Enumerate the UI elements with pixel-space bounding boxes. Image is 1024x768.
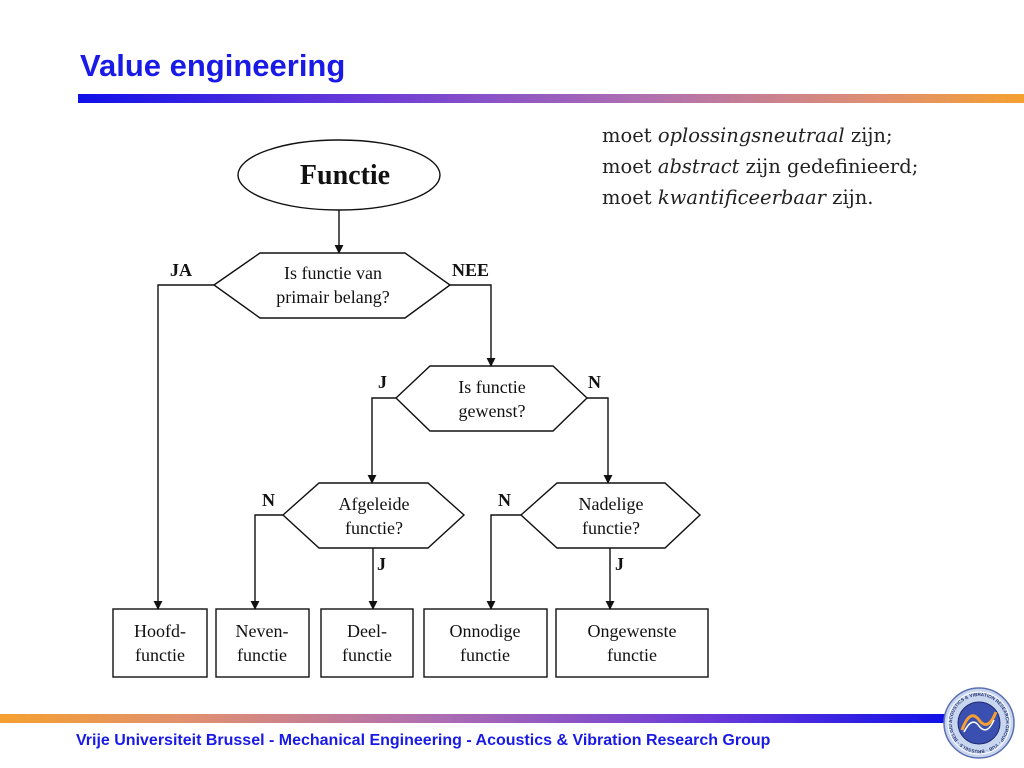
footer-text: Vrije Universiteit Brussel - Mechanical …	[76, 732, 771, 749]
outcome-partial-box	[320, 608, 414, 678]
outcome-unwanted-line-2: functie	[607, 645, 657, 665]
decision-desired-line-2: gewenst?	[459, 401, 526, 421]
label-desired-no: N	[588, 372, 601, 392]
decision-primary-line-1: Is functie van	[284, 263, 382, 283]
decision-adverse-line-1: Nadelige	[579, 494, 644, 514]
note-line-3: moet kwantificeerbaar zijn.	[602, 186, 874, 209]
outcome-main-line-1: Hoofd-	[134, 621, 186, 641]
decision-derived-line-2: functie?	[345, 518, 403, 538]
outcome-secondary-line-2: functie	[237, 645, 287, 665]
label-adverse-no: N	[498, 490, 511, 510]
connector-derived-no	[250, 514, 283, 610]
decision-desired-shape	[394, 365, 589, 432]
label-adverse-yes: J	[615, 554, 624, 574]
outcome-unnecessary-line-1: Onnodige	[450, 621, 521, 641]
outcome-partial-line-2: functie	[342, 645, 392, 665]
note-line-1: moet oplossingsneutraal zijn;	[602, 124, 893, 147]
connector-desired-no	[587, 397, 613, 484]
outcome-unnecessary-line-2: functie	[460, 645, 510, 665]
outcome-secondary-line-1: Neven-	[236, 621, 289, 641]
decision-derived-shape	[281, 482, 466, 549]
title-underline-bar	[78, 94, 1024, 103]
connector-desired-yes	[367, 397, 396, 484]
university-seal-icon: ACOUSTICS & VIBRATION RESEARCH GROUP · V…	[942, 686, 1015, 759]
decision-desired-line-1: Is functie	[458, 377, 525, 397]
requirements-notes: moet oplossingsneutraal zijn; moet abstr…	[602, 120, 918, 213]
slide-title: Value engineering	[80, 48, 346, 83]
decision-adverse-shape	[519, 482, 702, 549]
label-ja: JA	[170, 260, 192, 280]
note-line-2: moet abstract zijn gedefinieerd;	[602, 155, 919, 178]
decision-derived-line-1: Afgeleide	[339, 494, 410, 514]
connector-primary-yes	[153, 284, 214, 610]
outcome-unwanted-box	[555, 608, 709, 678]
function-flowchart: Functie Is functie van primair belang? I…	[112, 139, 709, 678]
decision-primary-line-2: primair belang?	[276, 287, 389, 307]
label-nee: NEE	[452, 260, 489, 280]
outcome-main-line-2: functie	[135, 645, 185, 665]
decision-adverse-line-2: functie?	[582, 518, 640, 538]
outcome-secondary-box	[215, 608, 310, 678]
connector-primary-no	[450, 284, 496, 367]
outcome-unwanted-line-1: Ongewenste	[588, 621, 677, 641]
label-desired-yes: J	[378, 372, 387, 392]
label-derived-yes: J	[377, 554, 386, 574]
outcome-unnecessary-box	[423, 608, 548, 678]
connector-adverse-no	[486, 514, 521, 610]
label-derived-no: N	[262, 490, 275, 510]
outcome-main-box	[112, 608, 208, 678]
outcome-partial-line-1: Deel-	[347, 621, 387, 641]
start-label: Functie	[300, 160, 390, 191]
footer-bar	[0, 714, 946, 723]
